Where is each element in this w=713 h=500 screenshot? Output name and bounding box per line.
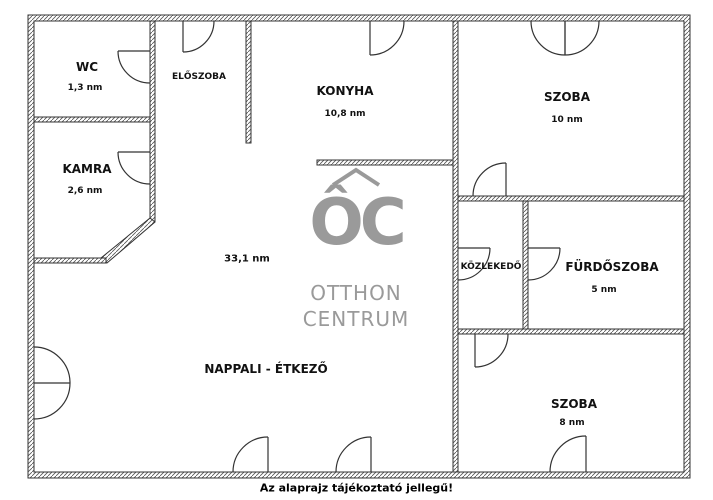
door-kozlekedo: [457, 247, 491, 281]
room-furdoszoba-name: FÜRDŐSZOBA: [565, 260, 659, 274]
door-nappali-bottom-1: [232, 436, 269, 473]
room-nappali-area: 33,1 nm: [224, 253, 270, 265]
room-wc-name: WC: [75, 60, 99, 74]
room-eloszoba-name: ELŐSZOBA: [171, 72, 227, 82]
door-kamra: [117, 151, 151, 185]
door-konyha: [369, 20, 405, 56]
room-konyha-name: KONYHA: [316, 84, 374, 98]
room-konyha-area: 10,8 nm: [324, 109, 366, 119]
interior-walls: [33, 20, 685, 473]
room-kamra-area: 2,6 nm: [67, 186, 103, 196]
watermark-roof-icon: [331, 167, 381, 187]
outer-wall: [27, 14, 691, 479]
room-szoba2-name: SZOBA: [551, 397, 597, 411]
watermark-line1: OTTHON: [310, 281, 402, 305]
door-furdoszoba: [527, 247, 561, 281]
room-kozlekedo-name: KÖZLEKEDŐ: [460, 262, 522, 272]
door-szoba2-bottom: [549, 435, 587, 473]
door-nappali-left-double: [33, 346, 71, 420]
door-nappali-bottom-2: [335, 436, 372, 473]
room-nappali-name: NAPPALI - ÉTKEZŐ: [204, 362, 328, 376]
door-szoba1-double: [530, 20, 600, 56]
door-szoba1-bottom: [472, 162, 507, 197]
door-szoba2-top: [474, 333, 509, 368]
room-kamra-name: KAMRA: [62, 162, 112, 176]
room-szoba1-area: 10 nm: [551, 115, 583, 125]
watermark-line2: CENTRUM: [302, 307, 410, 331]
watermark-monogram: ÔC: [309, 186, 406, 260]
room-szoba2-area: 8 nm: [559, 418, 585, 428]
room-szoba1-name: SZOBA: [544, 90, 590, 104]
doors: [33, 20, 600, 473]
room-furdoszoba-area: 5 nm: [591, 285, 617, 295]
room-wc-area: 1,3 nm: [67, 83, 103, 93]
watermark: ÔC OTTHON CENTRUM: [296, 168, 416, 338]
door-wc: [117, 50, 151, 84]
door-entry: [182, 20, 215, 53]
disclaimer-text: Az alaprajz tájékoztató jellegű!: [259, 481, 454, 495]
